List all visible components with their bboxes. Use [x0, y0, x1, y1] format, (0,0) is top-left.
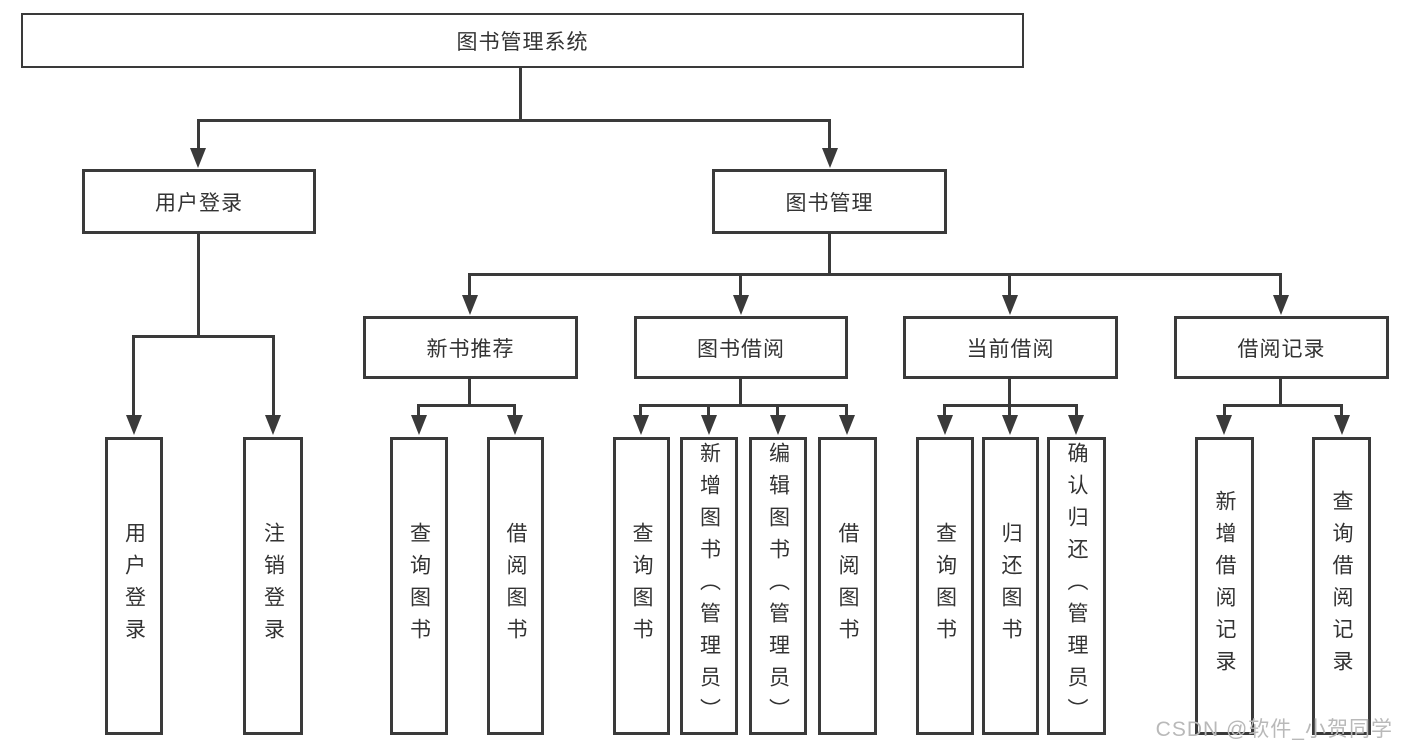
leaf-label: 查询图书 — [407, 522, 431, 650]
arrow-down-icon — [839, 415, 855, 435]
connector-root-trunk — [519, 68, 522, 122]
connector-stub-book-borrow — [739, 273, 742, 298]
leaf-return-book: 归还图书 — [982, 437, 1039, 735]
connector-new-book-bar — [417, 404, 516, 407]
arrow-down-icon — [1273, 295, 1289, 315]
arrow-down-icon — [507, 415, 523, 435]
arrow-down-icon — [462, 295, 478, 315]
arrow-down-icon — [701, 415, 717, 435]
connector-user-login-bar — [132, 335, 275, 338]
connector-borrow-records-trunk — [1279, 379, 1282, 407]
connector-stub-leaf — [943, 404, 946, 418]
connector-stub-user-login — [197, 119, 200, 150]
connector-stub-leaf — [1075, 404, 1078, 418]
connector-stub-current-borrow — [1008, 273, 1011, 298]
node-root: 图书管理系统 — [21, 13, 1024, 68]
leaf-query-books-current: 查询图书 — [916, 437, 974, 735]
leaf-logout: 注销登录 — [243, 437, 303, 735]
leaf-label: 编辑图书（管理员） — [766, 442, 790, 730]
connector-level1-bar — [197, 119, 831, 122]
connector-stub-leaf — [513, 404, 516, 418]
arrow-down-icon — [822, 148, 838, 168]
connector-book-borrow-bar — [639, 404, 848, 407]
arrow-down-icon — [265, 415, 281, 435]
connector-book-borrow-trunk — [739, 379, 742, 407]
node-borrow-records: 借阅记录 — [1174, 316, 1389, 379]
connector-stub-leaf — [845, 404, 848, 418]
leaf-label: 借阅图书 — [836, 522, 859, 650]
node-book-management: 图书管理 — [712, 169, 947, 234]
leaf-borrow-books: 借阅图书 — [818, 437, 877, 735]
arrow-down-icon — [126, 415, 142, 435]
connector-stub-leaf — [776, 404, 779, 418]
connector-book-management-trunk — [828, 234, 831, 276]
node-book-borrow: 图书借阅 — [634, 316, 848, 379]
leaf-label: 归还图书 — [999, 522, 1022, 650]
connector-stub-leaf — [639, 404, 642, 418]
arrow-down-icon — [770, 415, 786, 435]
leaf-query-books-borrow: 查询图书 — [613, 437, 670, 735]
leaf-query-books-recommend: 查询图书 — [390, 437, 448, 735]
leaf-confirm-return-admin: 确认归还（管理员） — [1047, 437, 1106, 735]
connector-user-login-trunk — [197, 234, 200, 338]
leaf-add-borrow-record: 新增借阅记录 — [1195, 437, 1254, 735]
connector-stub-leaf — [132, 335, 135, 416]
arrow-down-icon — [937, 415, 953, 435]
connector-stub-borrow-records — [1279, 273, 1282, 298]
connector-borrow-records-bar — [1223, 404, 1342, 407]
arrow-down-icon — [1216, 415, 1232, 435]
leaf-label: 查询图书 — [933, 522, 957, 650]
arrow-down-icon — [190, 148, 206, 168]
watermark: CSDN @软件_小贺同学 — [1155, 718, 1393, 741]
connector-new-book-trunk — [468, 379, 471, 407]
leaf-label: 新增借阅记录 — [1213, 490, 1236, 682]
leaf-label: 查询借阅记录 — [1330, 490, 1353, 682]
connector-stub-leaf — [272, 335, 275, 416]
node-new-book-recommend: 新书推荐 — [363, 316, 578, 379]
leaf-label: 查询图书 — [630, 522, 653, 650]
arrow-down-icon — [733, 295, 749, 315]
arrow-down-icon — [1002, 415, 1018, 435]
leaf-user-login: 用户登录 — [105, 437, 163, 735]
connector-stub-leaf — [1340, 404, 1343, 418]
arrow-down-icon — [633, 415, 649, 435]
arrow-down-icon — [1068, 415, 1084, 435]
leaf-label: 确认归还（管理员） — [1065, 442, 1088, 730]
leaf-label: 新增图书（管理员） — [697, 442, 721, 730]
connector-level2-bar — [468, 273, 1282, 276]
leaf-add-book-admin: 新增图书（管理员） — [680, 437, 738, 735]
leaf-edit-book-admin: 编辑图书（管理员） — [749, 437, 807, 735]
node-current-borrow: 当前借阅 — [903, 316, 1118, 379]
connector-stub-leaf — [1008, 404, 1011, 418]
connector-stub-leaf — [707, 404, 710, 418]
node-user-login: 用户登录 — [82, 169, 316, 234]
connector-stub-leaf — [1223, 404, 1226, 418]
leaf-query-borrow-record: 查询借阅记录 — [1312, 437, 1371, 735]
leaf-label: 借阅图书 — [504, 522, 527, 650]
leaf-label: 注销登录 — [261, 522, 285, 650]
connector-stub-leaf — [417, 404, 420, 418]
connector-current-borrow-trunk — [1008, 379, 1011, 407]
connector-stub-new-book — [468, 273, 471, 298]
connector-stub-book-management — [828, 119, 831, 150]
arrow-down-icon — [411, 415, 427, 435]
leaf-borrow-books-recommend: 借阅图书 — [487, 437, 544, 735]
arrow-down-icon — [1334, 415, 1350, 435]
arrow-down-icon — [1002, 295, 1018, 315]
leaf-label: 用户登录 — [122, 522, 146, 650]
